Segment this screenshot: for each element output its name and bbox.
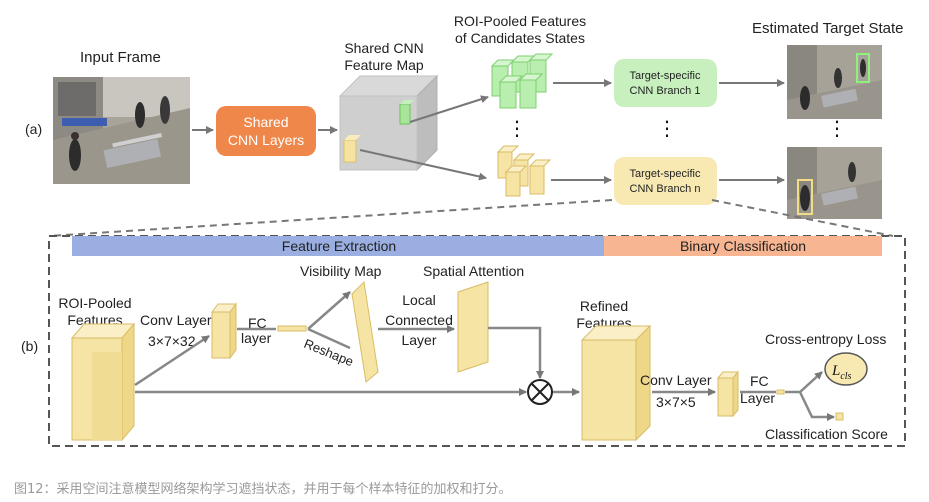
feature-map-label-line1: Shared CNN	[344, 40, 423, 56]
visibility-map-plane	[351, 280, 379, 383]
classification-score-block	[835, 412, 844, 421]
fc-layer-1-block	[277, 325, 307, 332]
vertical-ellipsis-candidates: ⋮	[507, 118, 527, 140]
fc-layer-1-label-line1: FC	[248, 315, 267, 331]
binary-classification-label: Binary Classification	[680, 238, 806, 254]
estimated-target-image-n	[787, 147, 882, 219]
figure-caption: 图12：采用空间注意模型网络架构学习遮挡状态，并用于每个样本特征的加权和打分。	[14, 481, 512, 497]
shared-cnn-layers-box	[216, 106, 316, 156]
roi-pooled-features-cube	[70, 322, 136, 442]
fc-layer-2-block	[776, 389, 785, 395]
conv-dims-2-label: 3×7×5	[656, 394, 696, 410]
local-connected-line1: Local	[402, 292, 435, 308]
branch-1-box	[614, 59, 717, 107]
visibility-map-label: Visibility Map	[300, 263, 382, 279]
vertical-ellipsis-outputs: ⋮	[827, 118, 847, 140]
loss-node	[824, 352, 868, 386]
conv-dims-1-label: 3×7×32	[148, 333, 196, 349]
green-candidate-features	[490, 53, 554, 109]
fc-layer-2-label-line1: FC	[750, 373, 769, 389]
loss-symbol: Lcls	[831, 363, 852, 382]
refined-features-line1: Refined	[580, 298, 628, 314]
spatial-attention-plane	[457, 281, 489, 373]
branch-1-line2: CNN Branch 1	[630, 85, 701, 97]
vertical-ellipsis-branches: ⋮	[657, 118, 677, 140]
shared-cnn-layers-line2: CNN Layers	[228, 132, 304, 148]
part-b-label: (b)	[21, 338, 38, 354]
binary-classification-bar	[604, 236, 882, 256]
cross-entropy-loss-label: Cross-entropy Loss	[765, 331, 886, 347]
conv-layer-2-label: Conv Layer	[640, 372, 712, 388]
branch-n-line1: Target-specific	[630, 168, 701, 180]
part-a-label: (a)	[25, 121, 42, 137]
refined-features-cube	[580, 324, 652, 442]
spatial-attention-label: Spatial Attention	[423, 263, 524, 279]
branch-1-line1: Target-specific	[630, 70, 701, 82]
branch-n-box	[614, 157, 717, 205]
conv-layer-2-block	[716, 370, 740, 418]
feature-extraction-bar	[72, 236, 604, 256]
roi-pooled-label-line1: ROI-Pooled	[58, 295, 131, 311]
fc-layer-2-label-line2: Layer	[740, 390, 775, 406]
classification-score-label: Classification Score	[765, 426, 888, 442]
estimated-target-state-label: Estimated Target State	[752, 20, 903, 37]
shared-feature-map-cube	[338, 74, 439, 172]
elementwise-multiply-icon	[527, 379, 553, 405]
input-frame-label: Input Frame	[80, 49, 161, 66]
input-frame-image	[53, 77, 190, 184]
feature-map-label-line2: Feature Map	[344, 57, 424, 73]
fc-layer-1-label-line2: layer	[241, 330, 272, 346]
roi-candidates-label-line1: ROI-Pooled Features	[454, 13, 586, 29]
feature-extraction-label: Feature Extraction	[282, 238, 396, 254]
conv-layer-1-label: Conv Layer	[140, 312, 212, 328]
estimated-target-image-1	[787, 45, 882, 119]
roi-candidates-label-line2: of Candidates States	[455, 30, 585, 46]
shared-cnn-layers-line1: Shared	[243, 114, 288, 130]
branch-n-line2: CNN Branch n	[630, 183, 701, 195]
local-connected-line2: Connected	[385, 312, 453, 328]
yellow-candidate-features	[496, 145, 552, 197]
conv-layer-1-block	[211, 302, 237, 360]
local-connected-line3: Layer	[401, 332, 436, 348]
